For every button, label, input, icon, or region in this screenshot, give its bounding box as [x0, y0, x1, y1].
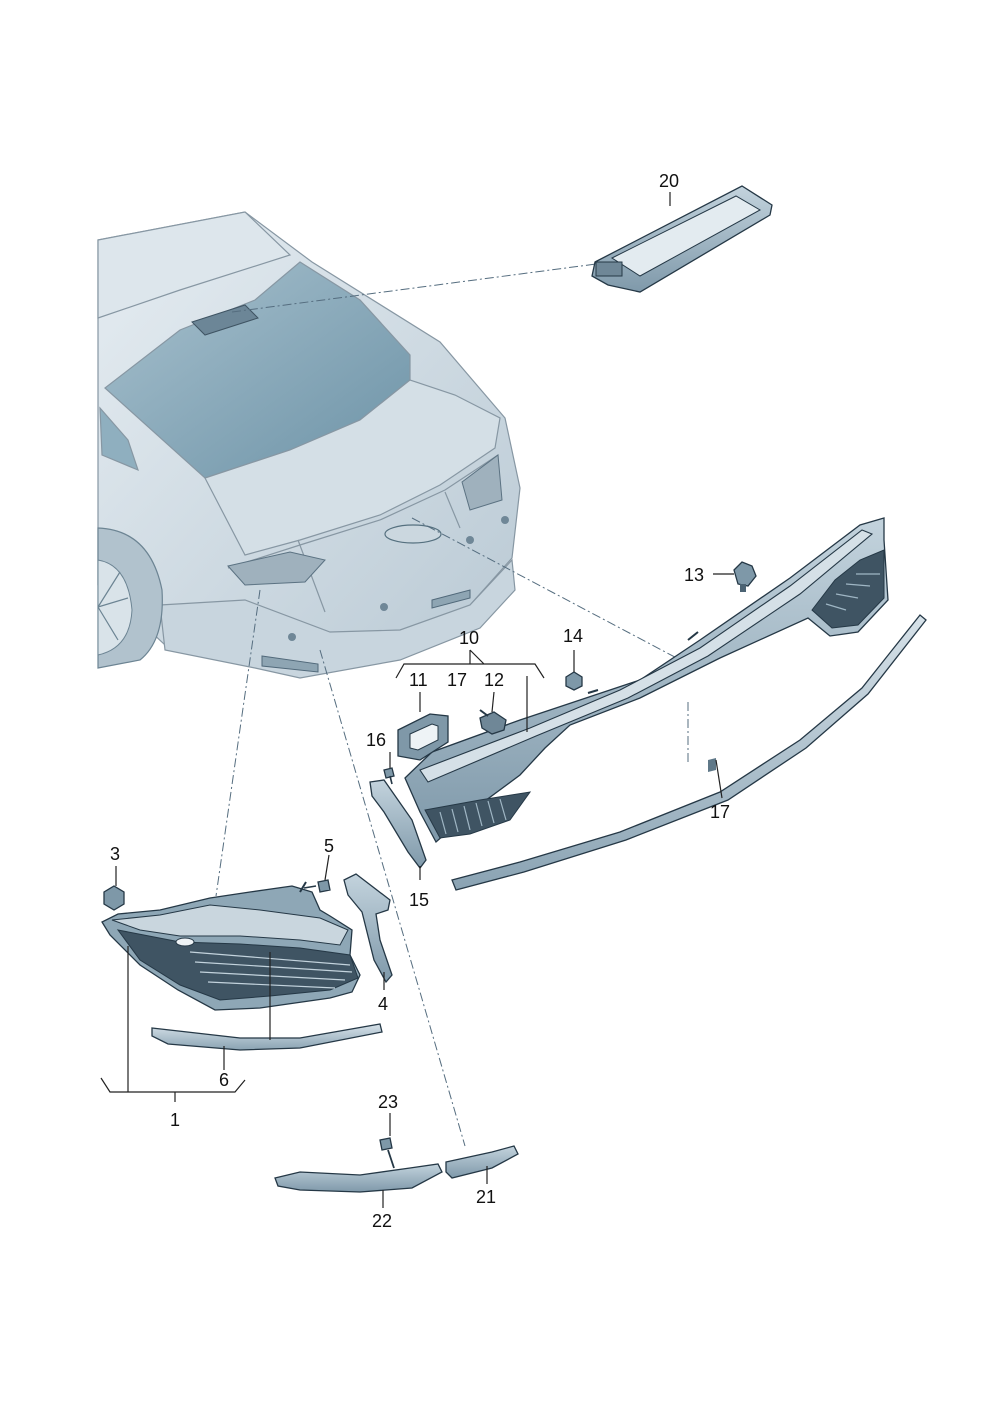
- bulb-holder-12: [479, 709, 507, 735]
- callout-labels: 1 3 4 5 6 10 11 17 12 13 14 15 16 17 20 …: [110, 171, 730, 1231]
- callout-1: 1: [170, 1110, 180, 1130]
- tail-light-assembly: [101, 881, 361, 1011]
- screw-23: [379, 1137, 395, 1169]
- callout-22: 22: [372, 1211, 392, 1231]
- callout-11: 11: [409, 670, 428, 690]
- nut-3: [103, 885, 125, 911]
- trim-strip-17: [451, 614, 927, 891]
- callout-16: 16: [366, 730, 386, 750]
- callout-6: 6: [219, 1070, 229, 1090]
- callout-14: 14: [563, 626, 583, 646]
- callout-12: 12: [484, 670, 504, 690]
- callout-17-left: 17: [447, 670, 467, 690]
- trim-strip-6: [151, 1023, 383, 1051]
- rear-lid-light-assembly: [404, 517, 889, 844]
- reflector-21: [445, 1145, 519, 1179]
- callout-15: 15: [409, 890, 429, 910]
- callout-21: 21: [476, 1187, 496, 1207]
- high-level-brake-light: [591, 185, 773, 293]
- screw-5: [303, 879, 331, 893]
- callout-17-right: 17: [710, 802, 730, 822]
- callout-20: 20: [659, 171, 679, 191]
- leader-lines: [100, 192, 734, 1208]
- callout-5: 5: [324, 836, 334, 856]
- callout-23: 23: [378, 1092, 398, 1112]
- screw-16: [383, 767, 395, 785]
- nut-14: [565, 671, 583, 691]
- car-rear-illustration: [97, 211, 521, 679]
- cover-4: [343, 873, 393, 984]
- callout-4: 4: [378, 994, 388, 1014]
- trim-strip-22: [274, 1163, 443, 1193]
- callout-3: 3: [110, 844, 120, 864]
- callout-10: 10: [459, 628, 479, 648]
- callout-13: 13: [684, 565, 704, 585]
- clip-13: [733, 561, 757, 592]
- reference-lines: [215, 263, 689, 1147]
- seal-frame-11: [397, 713, 449, 761]
